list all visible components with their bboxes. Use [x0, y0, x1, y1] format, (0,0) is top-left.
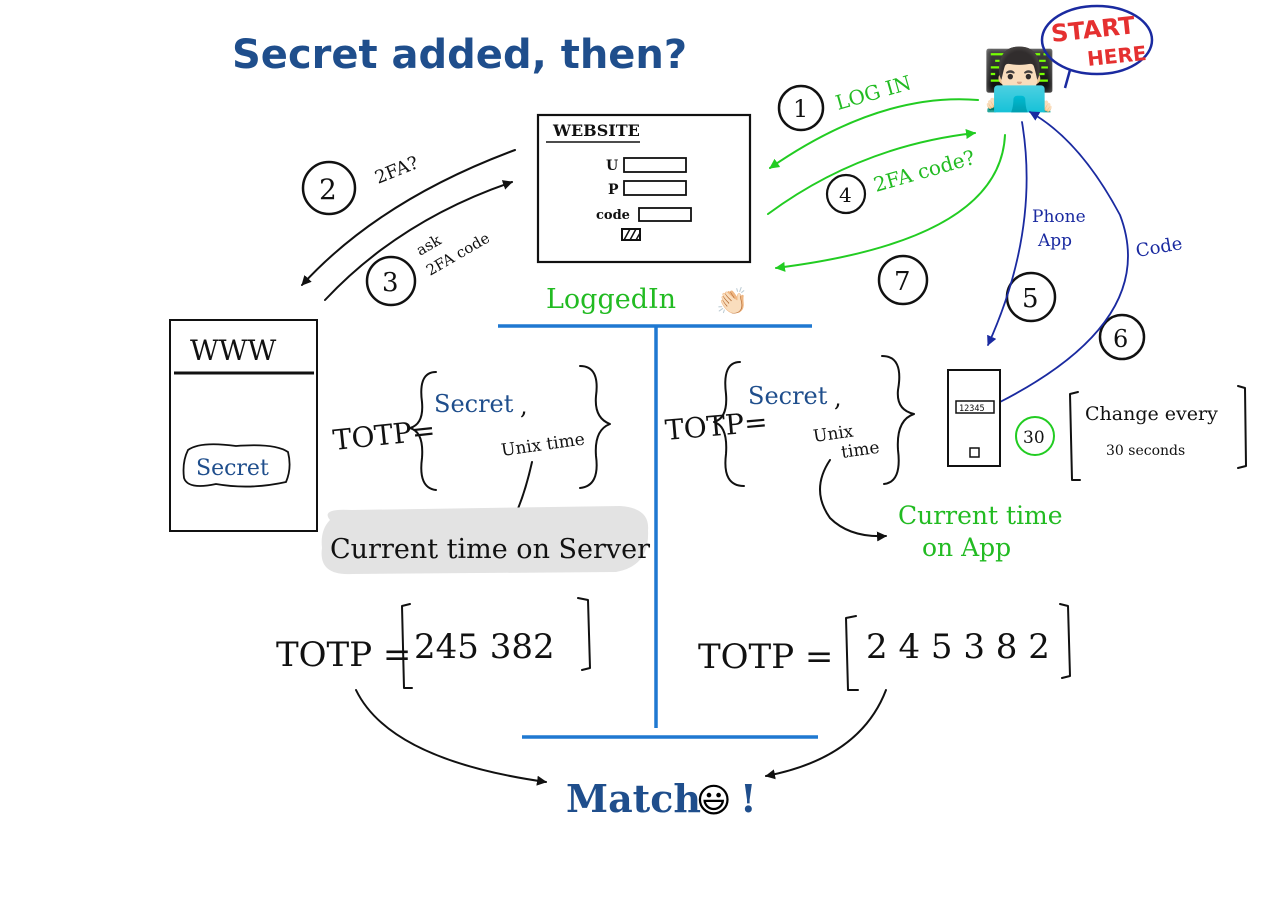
step-1-number: 1: [793, 95, 808, 123]
step-2-number: 2: [319, 173, 337, 206]
app-totp-right-bracket: [1059, 603, 1071, 679]
user-field-label: U: [606, 158, 618, 174]
app-unix-term-line2: time: [840, 438, 881, 463]
phone-display-code: 12345: [959, 404, 985, 414]
arrow-step-6-code: [999, 111, 1129, 403]
server-formula: TOTP= Secret , Unix time Current time on…: [321, 365, 650, 575]
step-6-number: 6: [1113, 325, 1128, 353]
website-heading: WEBSITE: [552, 121, 640, 140]
change-note-line2: 30 seconds: [1106, 443, 1185, 459]
www-server-box: WWW Secret: [169, 319, 318, 532]
arrow-step-3-ask-code: [324, 180, 513, 301]
app-totp-left-bracket: [845, 615, 859, 691]
server-comma: ,: [520, 392, 528, 420]
app-formula: TOTP= Secret , Unix time Current time on…: [664, 355, 1063, 562]
arrow-step-5-phone-app: [987, 121, 1028, 346]
step-circles: 1 2 3 4 5 6 7: [301, 84, 1146, 361]
app-time-note-line2: on App: [922, 533, 1011, 562]
server-time-note: Current time on Server: [330, 534, 650, 565]
server-totp-right-bracket: [577, 597, 591, 671]
change-note-line1: Change every: [1085, 403, 1218, 425]
username-field: [623, 157, 687, 173]
change-note-left-bracket: [1069, 391, 1081, 481]
server-time-highlight: [321, 506, 649, 575]
page-title: Secret added, then?: [232, 32, 687, 78]
arrow-step-4-code-request: [767, 129, 976, 215]
server-formula-prefix: TOTP=: [331, 413, 436, 457]
step-3-circle: [365, 255, 417, 307]
arrow-step-7-loggedin: [775, 134, 1006, 272]
logged-in-label: LoggedIn: [546, 284, 676, 315]
step-2-circle: [301, 160, 357, 216]
server-totp-label: TOTP =: [276, 635, 411, 675]
start-here-line2: HERE: [1086, 41, 1148, 71]
clapping-hands-icon: 👏🏻: [716, 286, 748, 317]
start-here-badge: START HERE: [1040, 4, 1154, 89]
app-comma: ,: [834, 384, 842, 412]
arrow-step-1-login: [769, 98, 979, 169]
change-note-right-bracket: [1237, 385, 1247, 469]
step-5-label-line1: Phone: [1032, 207, 1086, 227]
phone-device: 12345: [947, 369, 1001, 467]
timer-value: 30: [1023, 428, 1045, 448]
server-totp-result: TOTP = 245 382: [276, 597, 591, 689]
app-formula-prefix: TOTP=: [664, 405, 769, 447]
phone-home-button: [969, 447, 980, 458]
secret-cloud-shape: [182, 443, 291, 488]
app-totp-result: TOTP = 2 4 5 3 8 2: [698, 603, 1071, 691]
app-right-brace: [881, 355, 915, 485]
app-time-note-line1: Current time: [898, 501, 1063, 530]
match-exclamation: !: [740, 776, 757, 821]
server-left-brace: [409, 371, 437, 491]
step-6-label: Code: [1134, 233, 1184, 262]
step-2-label: 2FA?: [372, 152, 422, 188]
server-secret-term: Secret: [434, 390, 514, 418]
app-totp-label: TOTP =: [698, 637, 833, 677]
server-right-brace: [579, 365, 611, 489]
match-label: Match: [566, 776, 701, 821]
step-7-number: 7: [894, 267, 911, 297]
www-secret-label: Secret: [196, 456, 269, 481]
app-to-match-arrow: [765, 689, 887, 780]
server-totp-value: 245 382: [414, 627, 555, 667]
timer-circle: [1015, 416, 1055, 456]
app-secret-term: Secret: [748, 382, 828, 410]
app-unix-time-arrow: [819, 459, 887, 542]
www-heading: WWW: [190, 334, 277, 367]
code-field-label: code: [596, 208, 630, 223]
step-1-circle: [777, 84, 825, 132]
server-unix-time-term: Unix time: [500, 429, 586, 461]
step-4-circle: [825, 173, 867, 215]
step-1-label: LOG IN: [833, 70, 914, 114]
server-totp-left-bracket: [401, 603, 413, 689]
smiley-icon: 😃: [696, 781, 731, 821]
step-4-number: 4: [839, 183, 852, 207]
app-left-brace: [713, 361, 745, 487]
password-field: [623, 180, 687, 196]
arrow-step-2-2fa-check: [301, 149, 516, 286]
step-5-number: 5: [1022, 284, 1039, 314]
code-field: [638, 207, 692, 222]
app-totp-value: 2 4 5 3 8 2: [866, 627, 1050, 667]
user-laptop-icon: 👨🏻‍💻: [982, 45, 1057, 115]
server-to-match-arrow: [355, 689, 547, 786]
website-box: WEBSITE U P code: [536, 113, 752, 264]
step-7-circle: [877, 254, 929, 306]
step-5-label-line2: App: [1037, 231, 1072, 251]
step-3-number: 3: [382, 268, 399, 298]
step-6-circle: [1098, 313, 1146, 361]
password-field-label: P: [608, 182, 619, 198]
